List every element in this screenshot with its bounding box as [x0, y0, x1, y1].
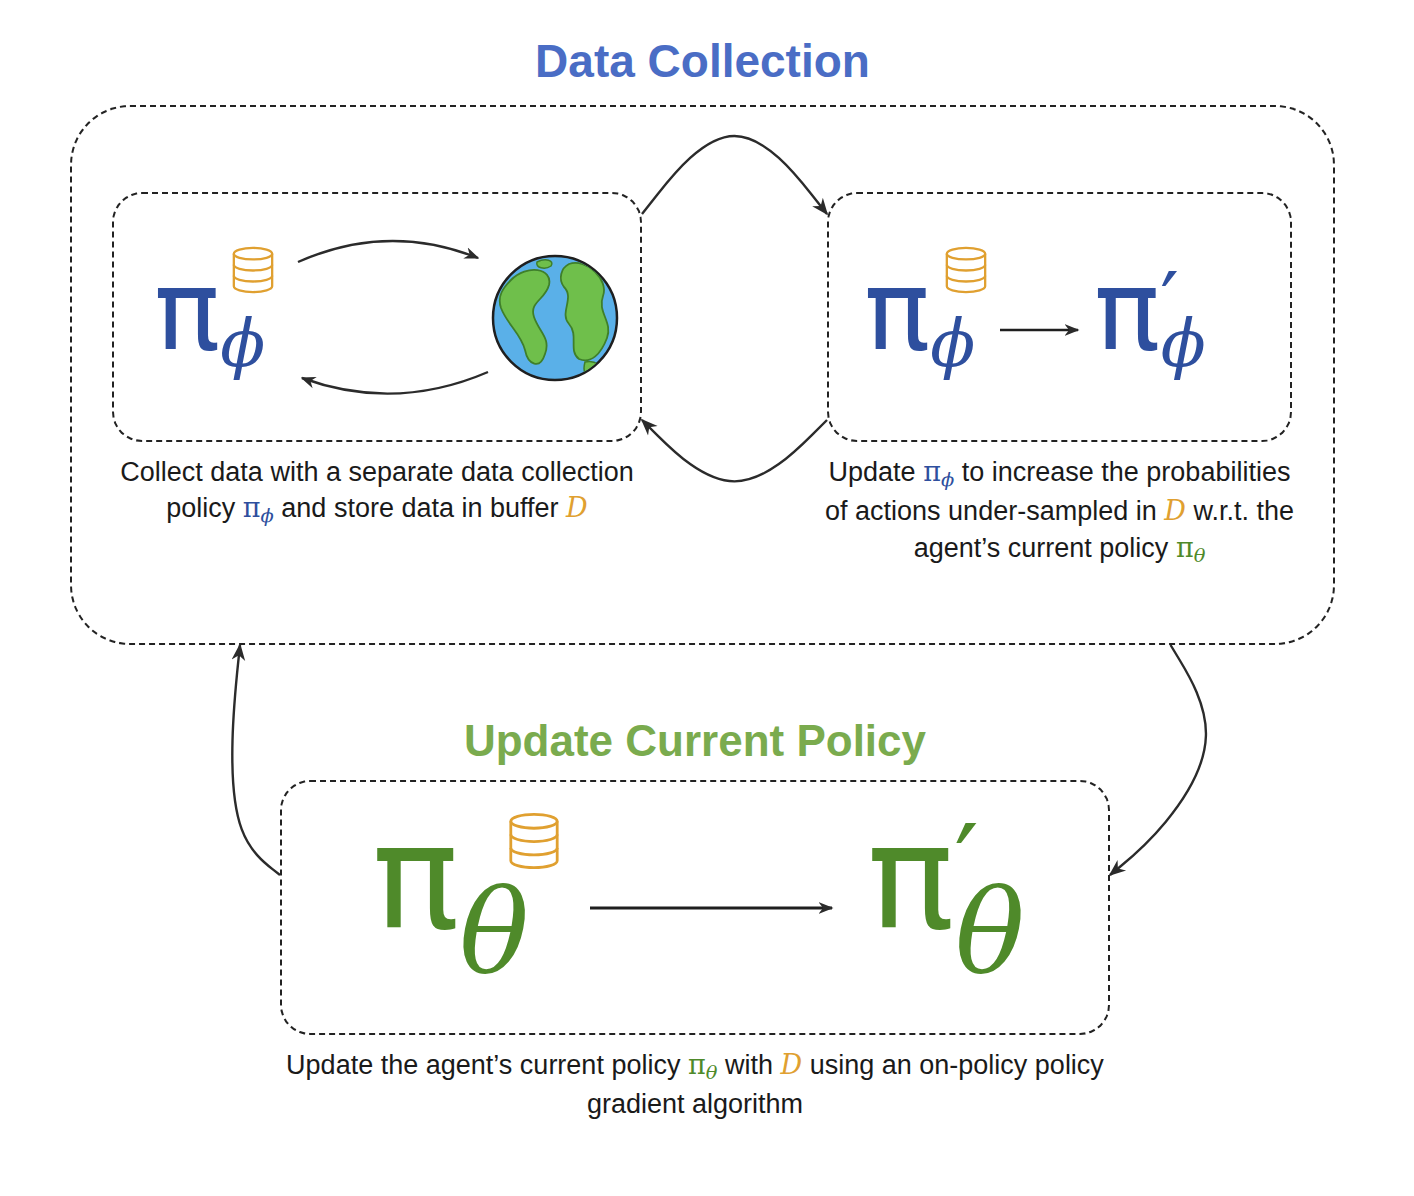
math-symbol: π — [1176, 532, 1194, 563]
earth-continent — [561, 263, 609, 360]
earth-ocean — [493, 256, 617, 380]
math-symbol: θ — [1194, 543, 1206, 566]
earth-continent — [537, 260, 552, 268]
math-symbol: π — [1094, 247, 1160, 375]
caption-text: Collect data with a separate data collec… — [112, 454, 642, 530]
policy-symbol: πθ — [372, 804, 529, 991]
flow-arrow — [1110, 645, 1206, 875]
inline-math: πθ — [688, 1049, 717, 1080]
section-heading: Data Collection — [72, 35, 1333, 88]
policy-symbol: π′θ — [867, 804, 1025, 991]
earth-icon — [493, 256, 617, 380]
math-symbol: π — [243, 492, 261, 523]
database-icon — [947, 248, 985, 292]
flow-arrow — [232, 645, 280, 875]
buffer-symbol: D — [566, 492, 588, 523]
math-symbol: π — [867, 792, 954, 961]
math-symbol: π — [688, 1049, 706, 1080]
math-symbol: ϕ — [930, 305, 975, 382]
caption-text: Update the agent’s current policy πθ wit… — [285, 1047, 1105, 1123]
database-icon — [234, 248, 272, 292]
process-box: πϕCollect data with a separate data coll… — [112, 192, 642, 442]
policy-symbol: πϕ — [864, 256, 975, 377]
flow-arrow — [642, 136, 827, 214]
math-symbol: θ — [459, 865, 529, 1000]
update-arrow — [1000, 329, 1078, 332]
math-symbol: π — [372, 792, 459, 961]
math-symbol: π — [154, 247, 220, 375]
process-box: πϕπ′ϕUpdate πϕ to increase the probabili… — [827, 192, 1292, 442]
update-arrow — [590, 907, 832, 910]
math-symbol: θ — [706, 1061, 718, 1084]
math-symbol: π — [864, 247, 930, 375]
math-symbol: ϕ — [261, 504, 274, 527]
inline-math: πθ — [1176, 532, 1205, 563]
math-symbol: θ — [955, 865, 1025, 1000]
policy-symbol: π′ϕ — [1094, 256, 1206, 377]
math-symbol: π — [923, 456, 941, 487]
group-box: Update Current Policyπθπ′θUpdate the age… — [280, 780, 1110, 1035]
group-box: πϕCollect data with a separate data coll… — [70, 105, 1335, 645]
buffer-symbol: D — [1164, 495, 1186, 526]
buffer-symbol: D — [780, 1049, 802, 1080]
loop-arrow — [302, 372, 488, 394]
inline-math: πϕ — [243, 492, 274, 523]
flow-arrow — [642, 420, 827, 481]
math-symbol: ϕ — [1161, 305, 1206, 382]
policy-symbol: πϕ — [154, 256, 265, 377]
section-heading: Update Current Policy — [282, 716, 1108, 767]
math-symbol: ϕ — [220, 305, 265, 382]
inline-math: πϕ — [923, 456, 954, 487]
caption-text: Update πϕ to increase the probabilities … — [825, 454, 1295, 569]
database-icon — [511, 814, 557, 867]
earth-continent — [584, 362, 601, 377]
earth-continent — [500, 270, 550, 364]
math-symbol: ϕ — [941, 468, 954, 491]
loop-arrow — [298, 241, 478, 262]
